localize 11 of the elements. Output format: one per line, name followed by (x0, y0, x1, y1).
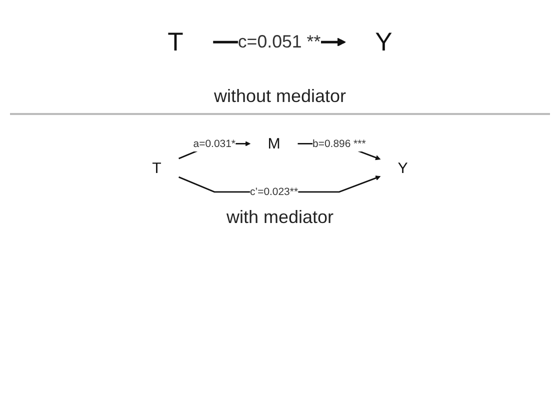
edge-label: c’=0.023** (250, 186, 298, 198)
edge-label: a=0.031* (193, 138, 236, 150)
node-text: T (152, 159, 162, 176)
edge-label: c=0.051 ** (238, 32, 321, 52)
caption-text: with mediator (226, 206, 334, 228)
node-text: M (268, 134, 280, 152)
caption-text: without mediator (214, 86, 346, 108)
edge-label: b=0.896 *** (312, 138, 366, 150)
node-text: T (168, 26, 184, 56)
node-text: Y (375, 26, 392, 56)
node-text: Y (398, 159, 408, 176)
